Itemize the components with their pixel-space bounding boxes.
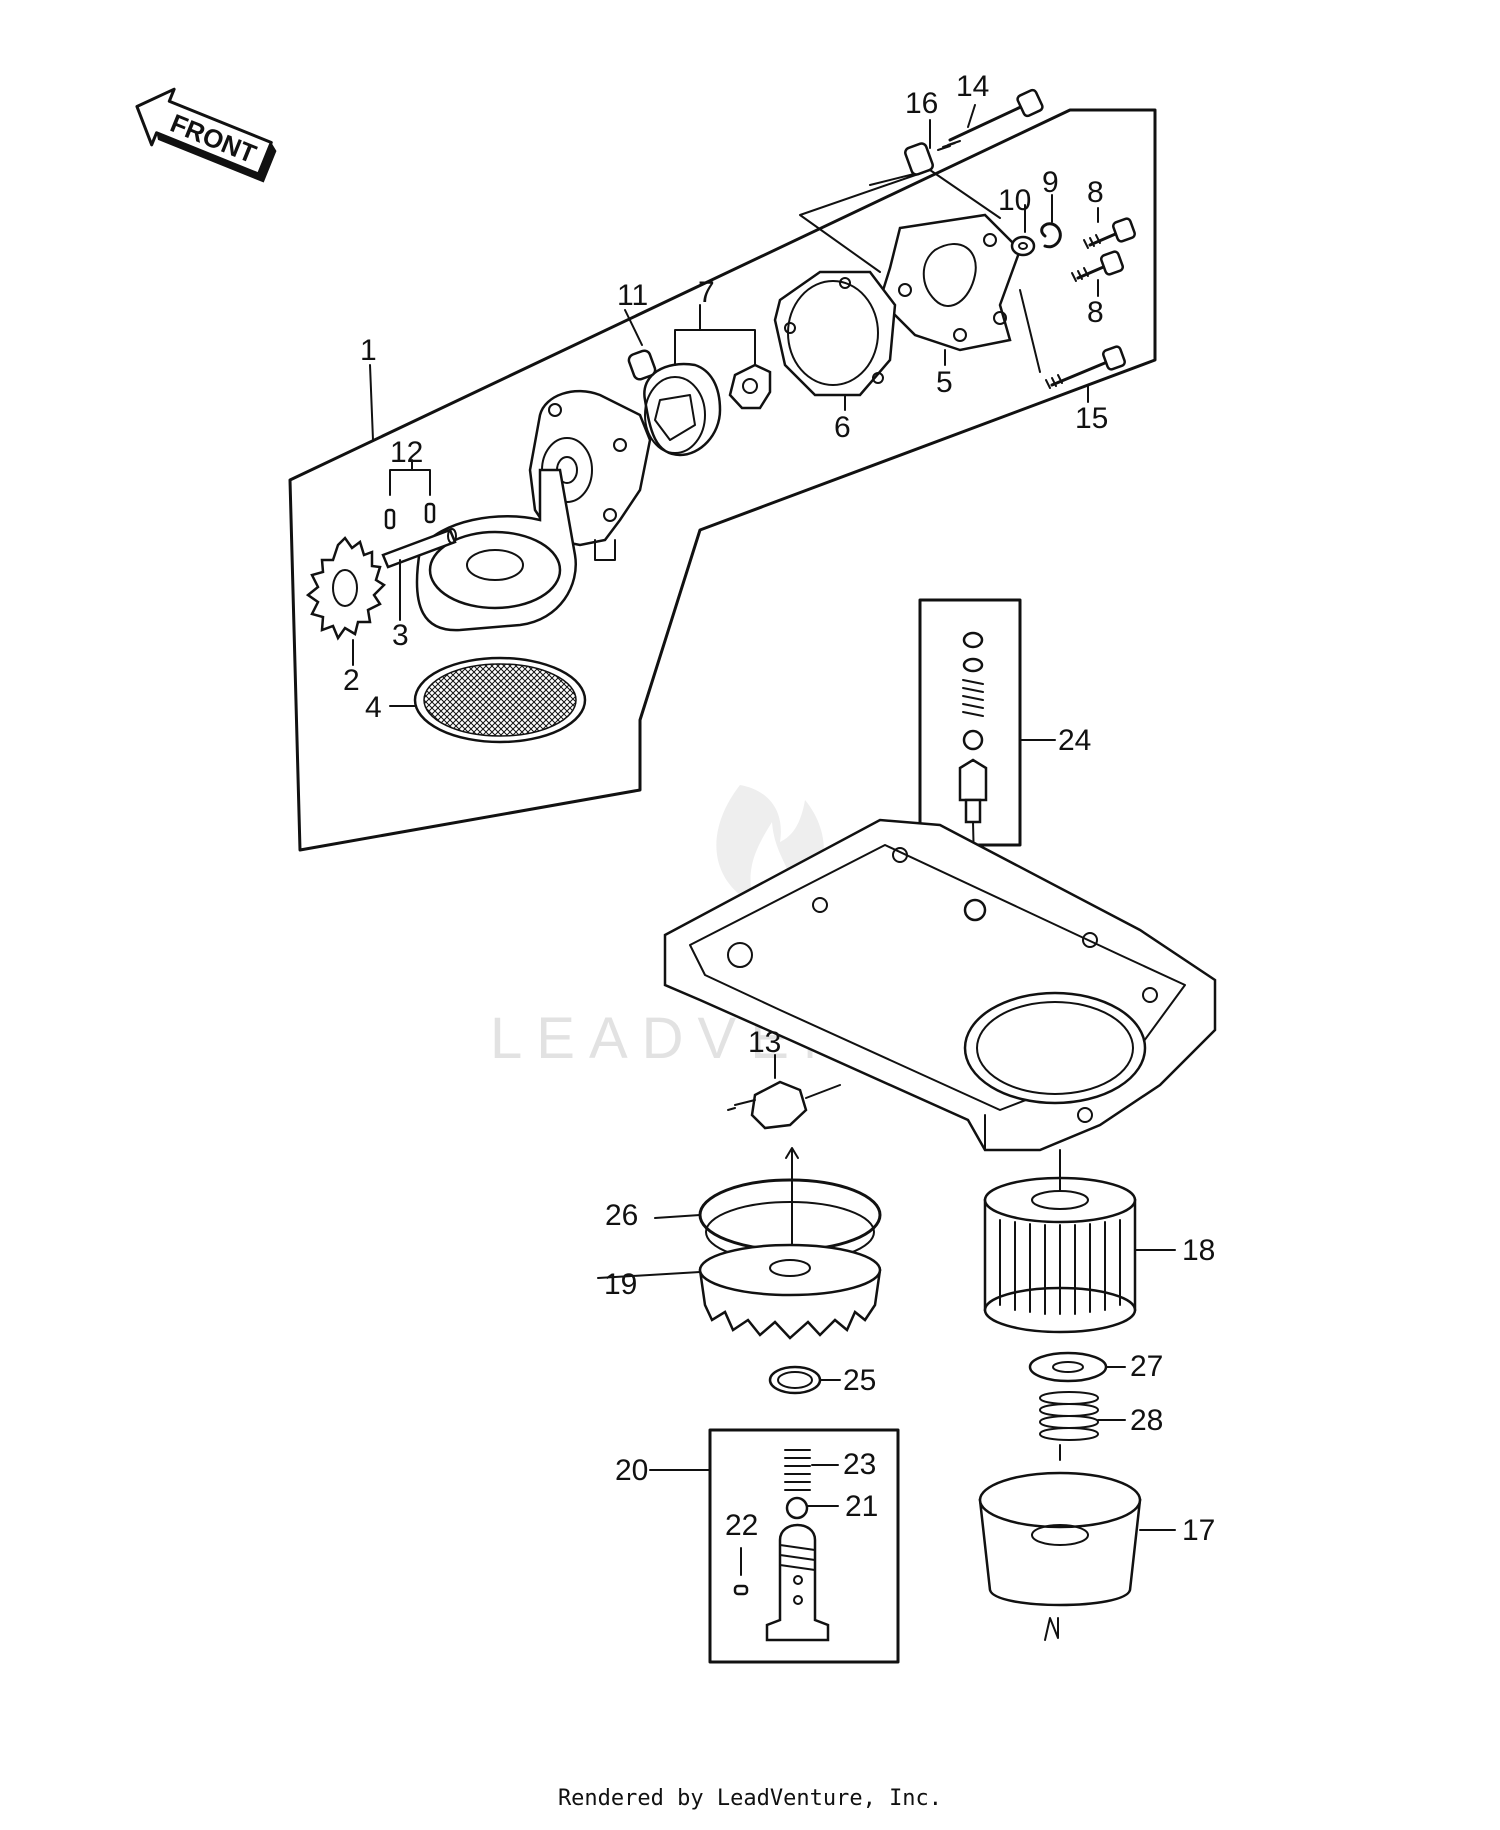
- strainer-housing-1: [415, 468, 577, 632]
- bolt-8-upper: [1083, 217, 1137, 249]
- callout-8-lower: 8: [1087, 296, 1104, 329]
- callout-14: 14: [956, 70, 989, 103]
- callout-labels: 1 2 3 4 5 6 7 8 8 9 10 11 12 13 14 15 16…: [343, 70, 1215, 1547]
- front-arrow-icon: FRONT: [135, 87, 277, 183]
- pin-12: [384, 469, 436, 530]
- strainer-screen-4: [389, 656, 587, 744]
- dowel-11: [624, 309, 657, 381]
- callout-11: 11: [617, 279, 648, 312]
- callout-13: 13: [748, 1026, 781, 1059]
- pressure-switch-13: [727, 1054, 841, 1130]
- filter-cover-19: [698, 1243, 882, 1340]
- oil-pan: [663, 818, 1217, 1152]
- relief-valve-24: [958, 631, 1056, 906]
- rotor-7-outer: [643, 362, 722, 457]
- callout-16: 16: [905, 87, 938, 120]
- o-ring-25: [768, 1365, 841, 1395]
- spring-28: [1039, 1391, 1126, 1461]
- callout-28: 28: [1130, 1404, 1163, 1437]
- pump-cover-5: [878, 213, 1022, 352]
- footer-credit: Rendered by LeadVenture, Inc.: [557, 1786, 943, 1811]
- oil-pump-group-frame: [288, 108, 1157, 852]
- callout-2: 2: [343, 664, 360, 697]
- callout-20: 20: [615, 1454, 648, 1487]
- callout-19: 19: [604, 1268, 637, 1301]
- filter-bowl-17: [978, 1471, 1176, 1641]
- callout-23: 23: [843, 1448, 876, 1481]
- bypass-valve-20: [649, 1449, 839, 1642]
- washer-27: [1028, 1351, 1126, 1383]
- callout-4: 4: [365, 691, 382, 724]
- callout-7: 7: [698, 276, 715, 309]
- callout-6: 6: [834, 411, 851, 444]
- callout-25: 25: [843, 1364, 876, 1397]
- callout-10: 10: [998, 184, 1031, 217]
- callout-1: 1: [360, 334, 377, 367]
- callout-9: 9: [1042, 166, 1059, 199]
- sprocket-2: [305, 536, 386, 666]
- bracket-7: [674, 329, 756, 366]
- callout-22: 22: [725, 1509, 758, 1542]
- gasket-6: [773, 270, 897, 397]
- bypass-valve-group-frame: [708, 1428, 900, 1664]
- collar-16: [904, 142, 934, 176]
- bolt-8-lower: [1071, 250, 1125, 282]
- leader-lines: [369, 104, 1099, 1279]
- callout-5: 5: [936, 366, 953, 399]
- rotor-7-inner: [728, 363, 772, 410]
- bolt-14: [937, 88, 1044, 151]
- callout-17: 17: [1182, 1514, 1215, 1547]
- circlip-9: [1040, 222, 1062, 249]
- callout-18: 18: [1182, 1234, 1215, 1267]
- bolt-15: [1019, 289, 1127, 389]
- callout-27: 27: [1130, 1350, 1163, 1383]
- shaft-3: [381, 528, 457, 621]
- callout-21: 21: [845, 1490, 878, 1523]
- callout-8-upper: 8: [1087, 176, 1104, 209]
- callout-24: 24: [1058, 724, 1091, 757]
- callout-15: 15: [1075, 402, 1108, 435]
- oil-filter-18: [983, 1149, 1176, 1334]
- callout-26: 26: [605, 1199, 638, 1232]
- washer-10: [1010, 235, 1036, 257]
- callout-12: 12: [390, 436, 423, 469]
- callout-3: 3: [392, 619, 409, 652]
